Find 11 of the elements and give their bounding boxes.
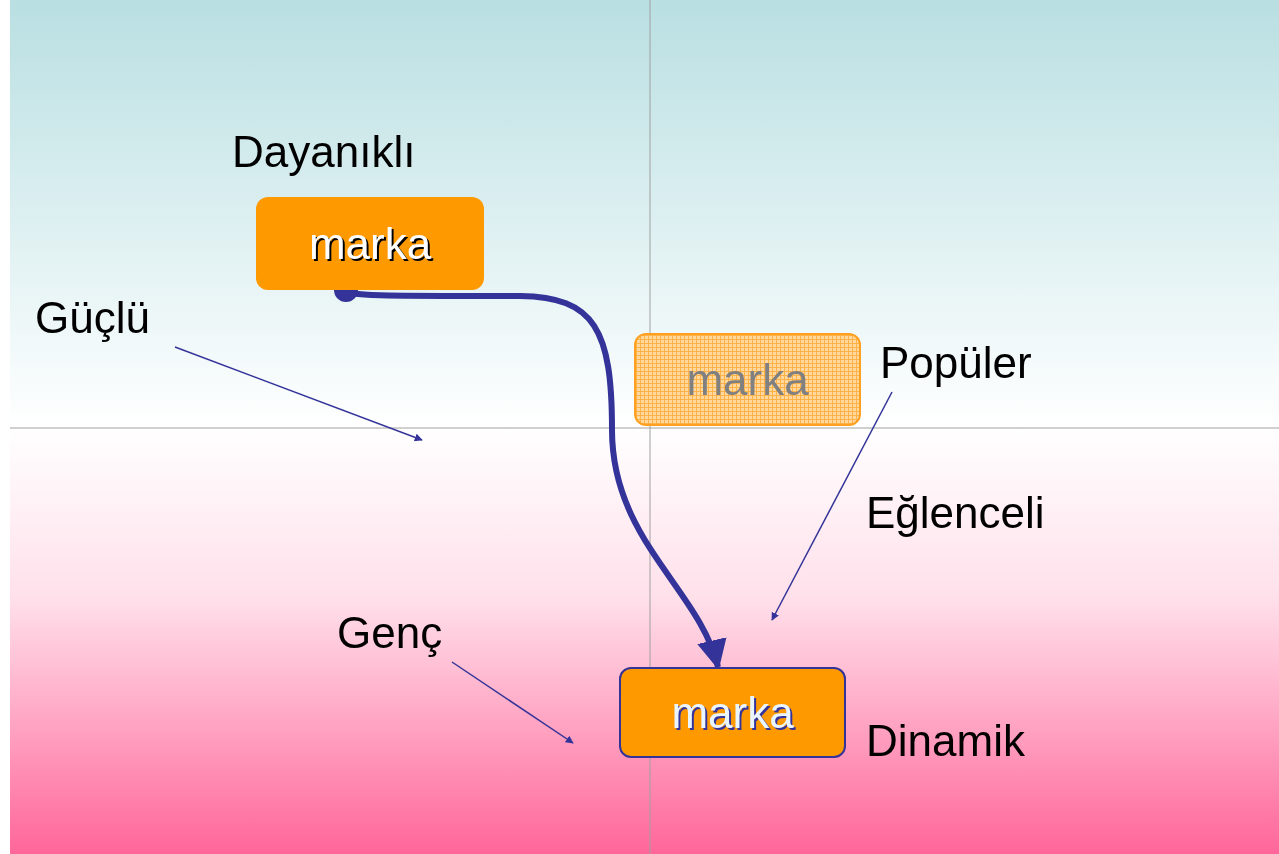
attribute-text: Güçlü [35,292,175,347]
attribute-text: Eğlenceli [866,487,1045,539]
attribute-text: Dayanıklı [232,126,416,178]
arrow [451,661,574,744]
arrow [771,391,893,621]
brand-box: marka [619,667,846,758]
arrow [174,346,423,442]
attribute-text: Dinamik [866,715,1025,767]
attribute-text: Popüler [880,337,1070,392]
attribute-text: Genç [337,607,472,662]
brand-box: marka [256,197,484,290]
